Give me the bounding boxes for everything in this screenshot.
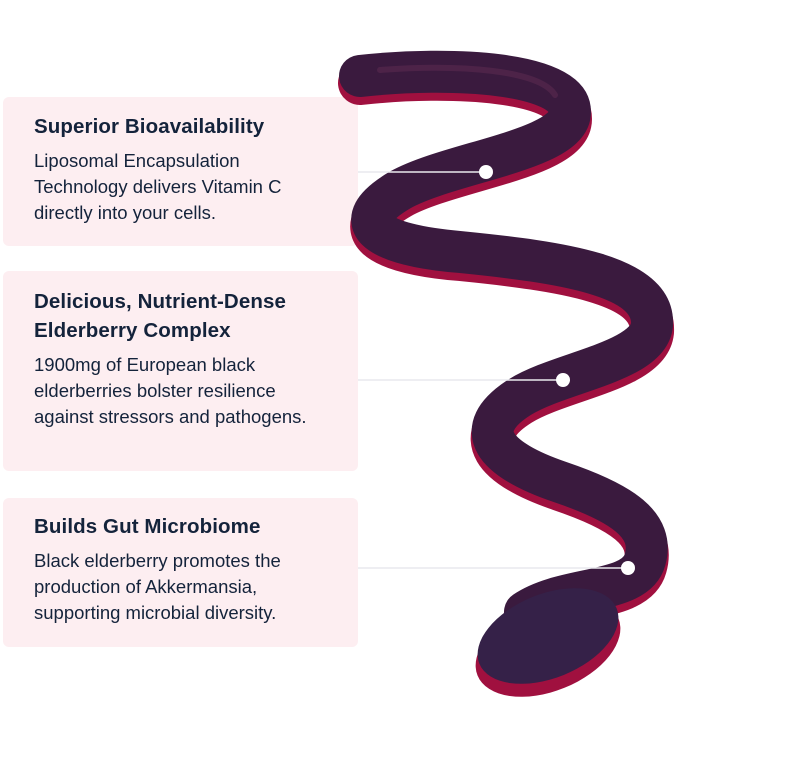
feature-card-gut: Builds Gut Microbiome Black elderberry p… xyxy=(3,498,358,647)
callout-dot-icon xyxy=(621,561,635,575)
feature-title: Delicious, Nutrient-Dense Elderberry Com… xyxy=(34,290,286,342)
feature-description: Black elderberry promotes the production… xyxy=(34,550,281,623)
feature-description: Liposomal Encapsulation Technology deliv… xyxy=(34,150,282,223)
callout-dot-icon xyxy=(556,373,570,387)
syrup-body xyxy=(339,50,673,684)
feature-title: Builds Gut Microbiome xyxy=(34,515,261,538)
callout-dot-icon xyxy=(479,165,493,179)
feature-title: Superior Bioavailability xyxy=(34,115,265,138)
feature-card-bioavailability: Superior Bioavailability Liposomal Encap… xyxy=(3,97,358,246)
callout-lines xyxy=(358,171,628,569)
feature-description: 1900mg of European black elderberries bo… xyxy=(34,354,307,427)
feature-card-elderberry: Delicious, Nutrient-Dense Elderberry Com… xyxy=(3,271,358,471)
